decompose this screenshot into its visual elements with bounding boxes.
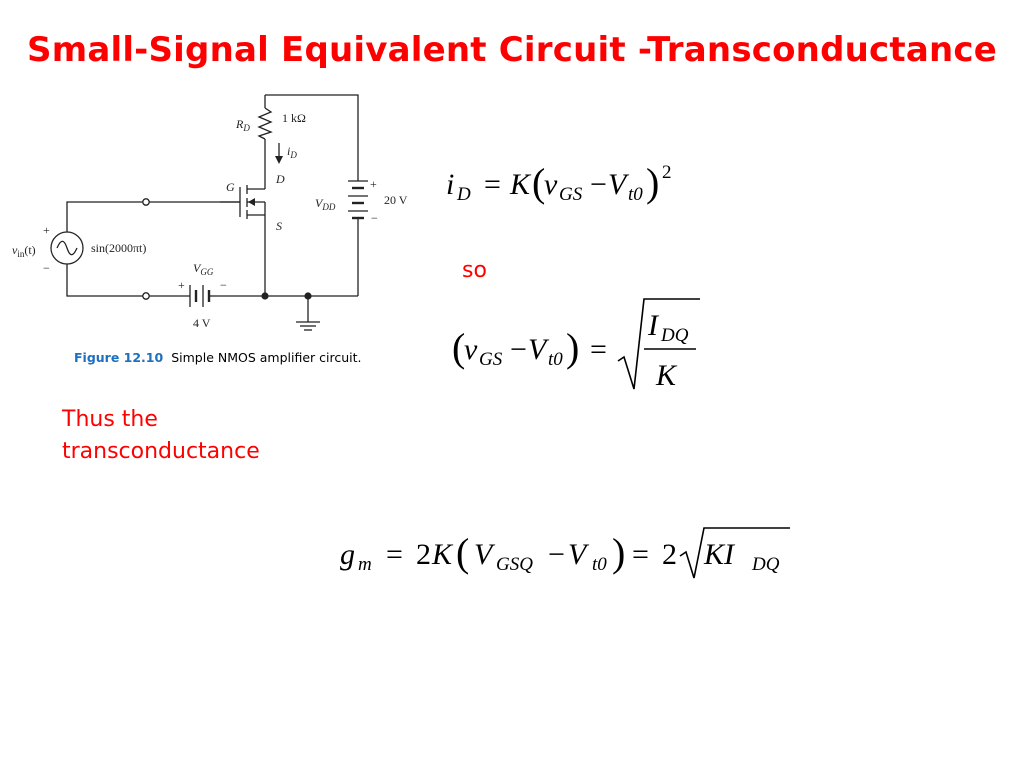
svg-text:−: − [371, 211, 378, 225]
nmos-amplifier-circuit: RD 1 kΩ iD G D S VDD 20 V + − vin(t) sin… [12, 94, 408, 331]
svg-text:(: ( [452, 325, 465, 370]
svg-text:20 V: 20 V [384, 193, 408, 207]
svg-text:v: v [544, 168, 558, 201]
svg-text:i: i [446, 168, 454, 201]
svg-text:−: − [548, 538, 565, 571]
svg-text:V: V [474, 538, 496, 571]
gate-terminal [142, 198, 150, 206]
svg-text:GSQ: GSQ [496, 554, 533, 575]
svg-text:−: − [590, 168, 607, 201]
svg-text:VGG: VGG [193, 261, 214, 277]
svg-text:V: V [568, 538, 590, 571]
svg-text:iD: iD [287, 144, 297, 160]
body-text: Thus the transconductance [62, 407, 260, 464]
svg-text:K: K [655, 359, 678, 392]
svg-text:+: + [370, 177, 377, 191]
svg-text:4 V: 4 V [193, 316, 211, 330]
equation-drain-current: i D = K ( v GS − V t0 ) 2 [446, 160, 672, 205]
svg-text:=: = [590, 333, 607, 366]
svg-text:): ) [612, 530, 625, 575]
wire-top [265, 94, 359, 181]
svg-text:I: I [647, 309, 660, 342]
svg-text:t0: t0 [628, 184, 643, 205]
svg-text:G: G [226, 180, 235, 194]
equation-overdrive: ( v GS − V t0 ) = I DQ K [452, 298, 700, 392]
sqrt-sign [617, 298, 700, 390]
svg-text:(: ( [532, 160, 545, 205]
svg-text:m: m [358, 554, 372, 575]
svg-text:K: K [509, 168, 532, 201]
svg-text:DQ: DQ [751, 554, 780, 575]
svg-text:+: + [178, 278, 185, 292]
svg-text:): ) [566, 325, 579, 370]
svg-text:g: g [340, 538, 355, 571]
svg-text:): ) [646, 160, 659, 205]
svg-text:vin(t): vin(t) [12, 243, 36, 259]
figure-caption: Figure 12.10 Simple NMOS amplifier circui… [74, 350, 362, 365]
svg-text:(: ( [456, 530, 469, 575]
svg-text:t0: t0 [592, 554, 607, 575]
equation-transconductance: g m = 2 K ( V GSQ − V t0 ) = 2 KI DQ [340, 527, 790, 579]
svg-text:2: 2 [662, 162, 672, 183]
svg-text:K: K [431, 538, 454, 571]
svg-text:V: V [608, 168, 630, 201]
svg-text:+: + [43, 223, 50, 237]
resistor-rd [257, 107, 273, 140]
svg-text:GS: GS [479, 349, 503, 370]
svg-text:D: D [275, 172, 285, 186]
svg-text:VDD: VDD [315, 196, 336, 212]
svg-text:v: v [464, 333, 478, 366]
svg-text:sin(2000πt): sin(2000πt) [91, 241, 146, 255]
svg-text:GS: GS [559, 184, 583, 205]
wire-input-bottom [66, 264, 143, 297]
svg-text:2: 2 [662, 538, 677, 571]
so-text: so [462, 258, 487, 283]
svg-text:2: 2 [416, 538, 431, 571]
svg-text:=: = [386, 538, 403, 571]
junction-dot [304, 292, 312, 300]
svg-text:D: D [456, 184, 471, 205]
svg-text:RD: RD [235, 117, 250, 133]
svg-text:−: − [43, 261, 50, 275]
svg-text:−: − [510, 333, 527, 366]
svg-text:S: S [276, 219, 282, 233]
svg-text:=: = [484, 168, 501, 201]
slide-title: Small-Signal Equivalent Circuit -Transco… [27, 30, 997, 70]
svg-text:t0: t0 [548, 349, 563, 370]
figure-caption-text: Simple NMOS amplifier circuit. [171, 350, 362, 365]
wire-input-top [66, 201, 143, 232]
mosfet-body-arrow [248, 198, 255, 206]
svg-text:KI: KI [703, 538, 736, 571]
svg-text:=: = [632, 538, 649, 571]
svg-text:1 kΩ: 1 kΩ [282, 111, 306, 125]
svg-text:DQ: DQ [660, 325, 689, 346]
sqrt-sign [679, 527, 790, 579]
junction-dot [261, 292, 269, 300]
input-terminal [142, 292, 150, 300]
figure-label: Figure 12.10 [74, 350, 164, 365]
svg-text:−: − [220, 278, 227, 292]
svg-text:V: V [528, 333, 550, 366]
ac-source [50, 231, 84, 265]
